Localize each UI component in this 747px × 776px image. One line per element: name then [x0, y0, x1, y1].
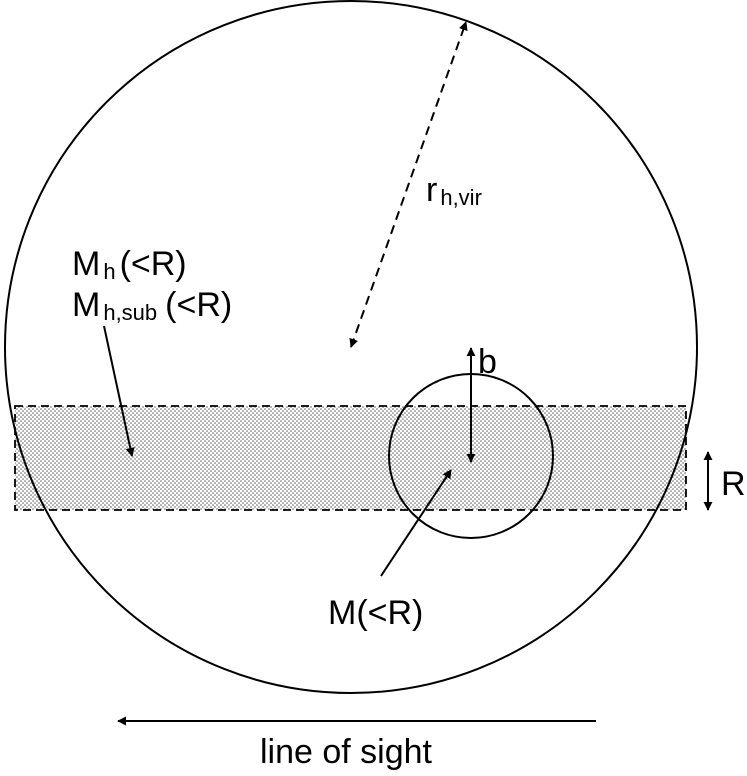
aperture-strip: [14, 405, 687, 511]
halo-mass-pointer: [103, 325, 135, 457]
halo-circle: [4, 0, 698, 694]
aperture-radius-label: R: [721, 465, 746, 503]
subhalo-mass-label: M(<R): [328, 594, 423, 632]
line-of-sight-label: line of sight: [260, 733, 433, 771]
subhalo-mass-pointer: [380, 469, 452, 577]
impact-parameter-label: b: [478, 343, 497, 381]
virial-radius-arrow: [349, 21, 468, 348]
